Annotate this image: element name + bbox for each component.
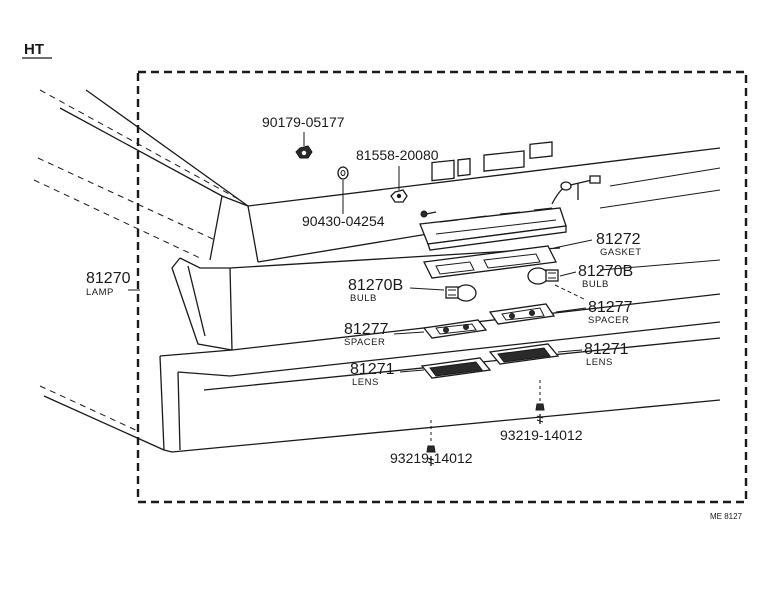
bulb-right-leader (559, 271, 577, 277)
lens-right-part (488, 343, 560, 365)
gasket-leader (553, 239, 593, 249)
washer-part-number: 90430-04254 (302, 213, 385, 229)
nut-right-part-number: 81558-20080 (356, 147, 439, 163)
bulb-left-icon (445, 284, 477, 302)
nut-81558-icon (390, 189, 408, 203)
gasket-part-name: GASKET (600, 247, 642, 258)
spacer-left-leader (393, 331, 425, 335)
spacer-left-part (422, 319, 488, 339)
spacer-left-part-name: SPACER (344, 337, 385, 348)
bulb-left-leader (409, 287, 445, 291)
model-code-label: HT (24, 41, 44, 58)
washer-icon (337, 166, 349, 180)
spacer-left-part-number: 81277 (344, 321, 389, 338)
screw-left-part-number: 93219-14012 (390, 450, 473, 466)
lamp-housing (419, 141, 601, 251)
gasket-part (423, 245, 557, 279)
bulb-right-icon (527, 267, 559, 285)
spacer-right-part-number: 81277 (588, 299, 633, 316)
screw-left-icon (426, 445, 436, 466)
nut-90179-icon (295, 145, 313, 159)
spacer-right-part (488, 303, 556, 325)
screw-right-part-number: 93219-14012 (500, 427, 583, 443)
lens-left-part (420, 357, 492, 379)
diagram-code: ME 8127 (710, 512, 743, 521)
bulb-left-part-name: BULB (350, 293, 377, 304)
spacer-right-part-name: SPACER (588, 315, 629, 326)
lens-right-part-name: LENS (586, 357, 613, 368)
vehicle-body-outline (33, 89, 721, 453)
nut-top-part-number: 90179-05177 (262, 114, 345, 130)
lens-left-part-name: LENS (352, 377, 379, 388)
bulb-right-part-name: BULB (582, 279, 609, 290)
lamp-part-number: 81270 (86, 270, 131, 287)
assembly-boundary (136, 70, 748, 504)
lens-left-part-number: 81271 (350, 361, 395, 378)
gasket-part-number: 81272 (596, 231, 641, 248)
bulb-right-guide (554, 284, 587, 301)
lens-left-leader (399, 369, 425, 373)
screw-right-icon (535, 403, 545, 424)
lens-right-part-number: 81271 (584, 341, 629, 358)
spacer-right-leader (555, 307, 587, 313)
bulb-left-part-number: 81270B (348, 277, 403, 294)
lens-right-leader (557, 349, 583, 353)
bulb-right-part-number: 81270B (578, 263, 633, 280)
lamp-part-name: LAMP (86, 287, 114, 298)
